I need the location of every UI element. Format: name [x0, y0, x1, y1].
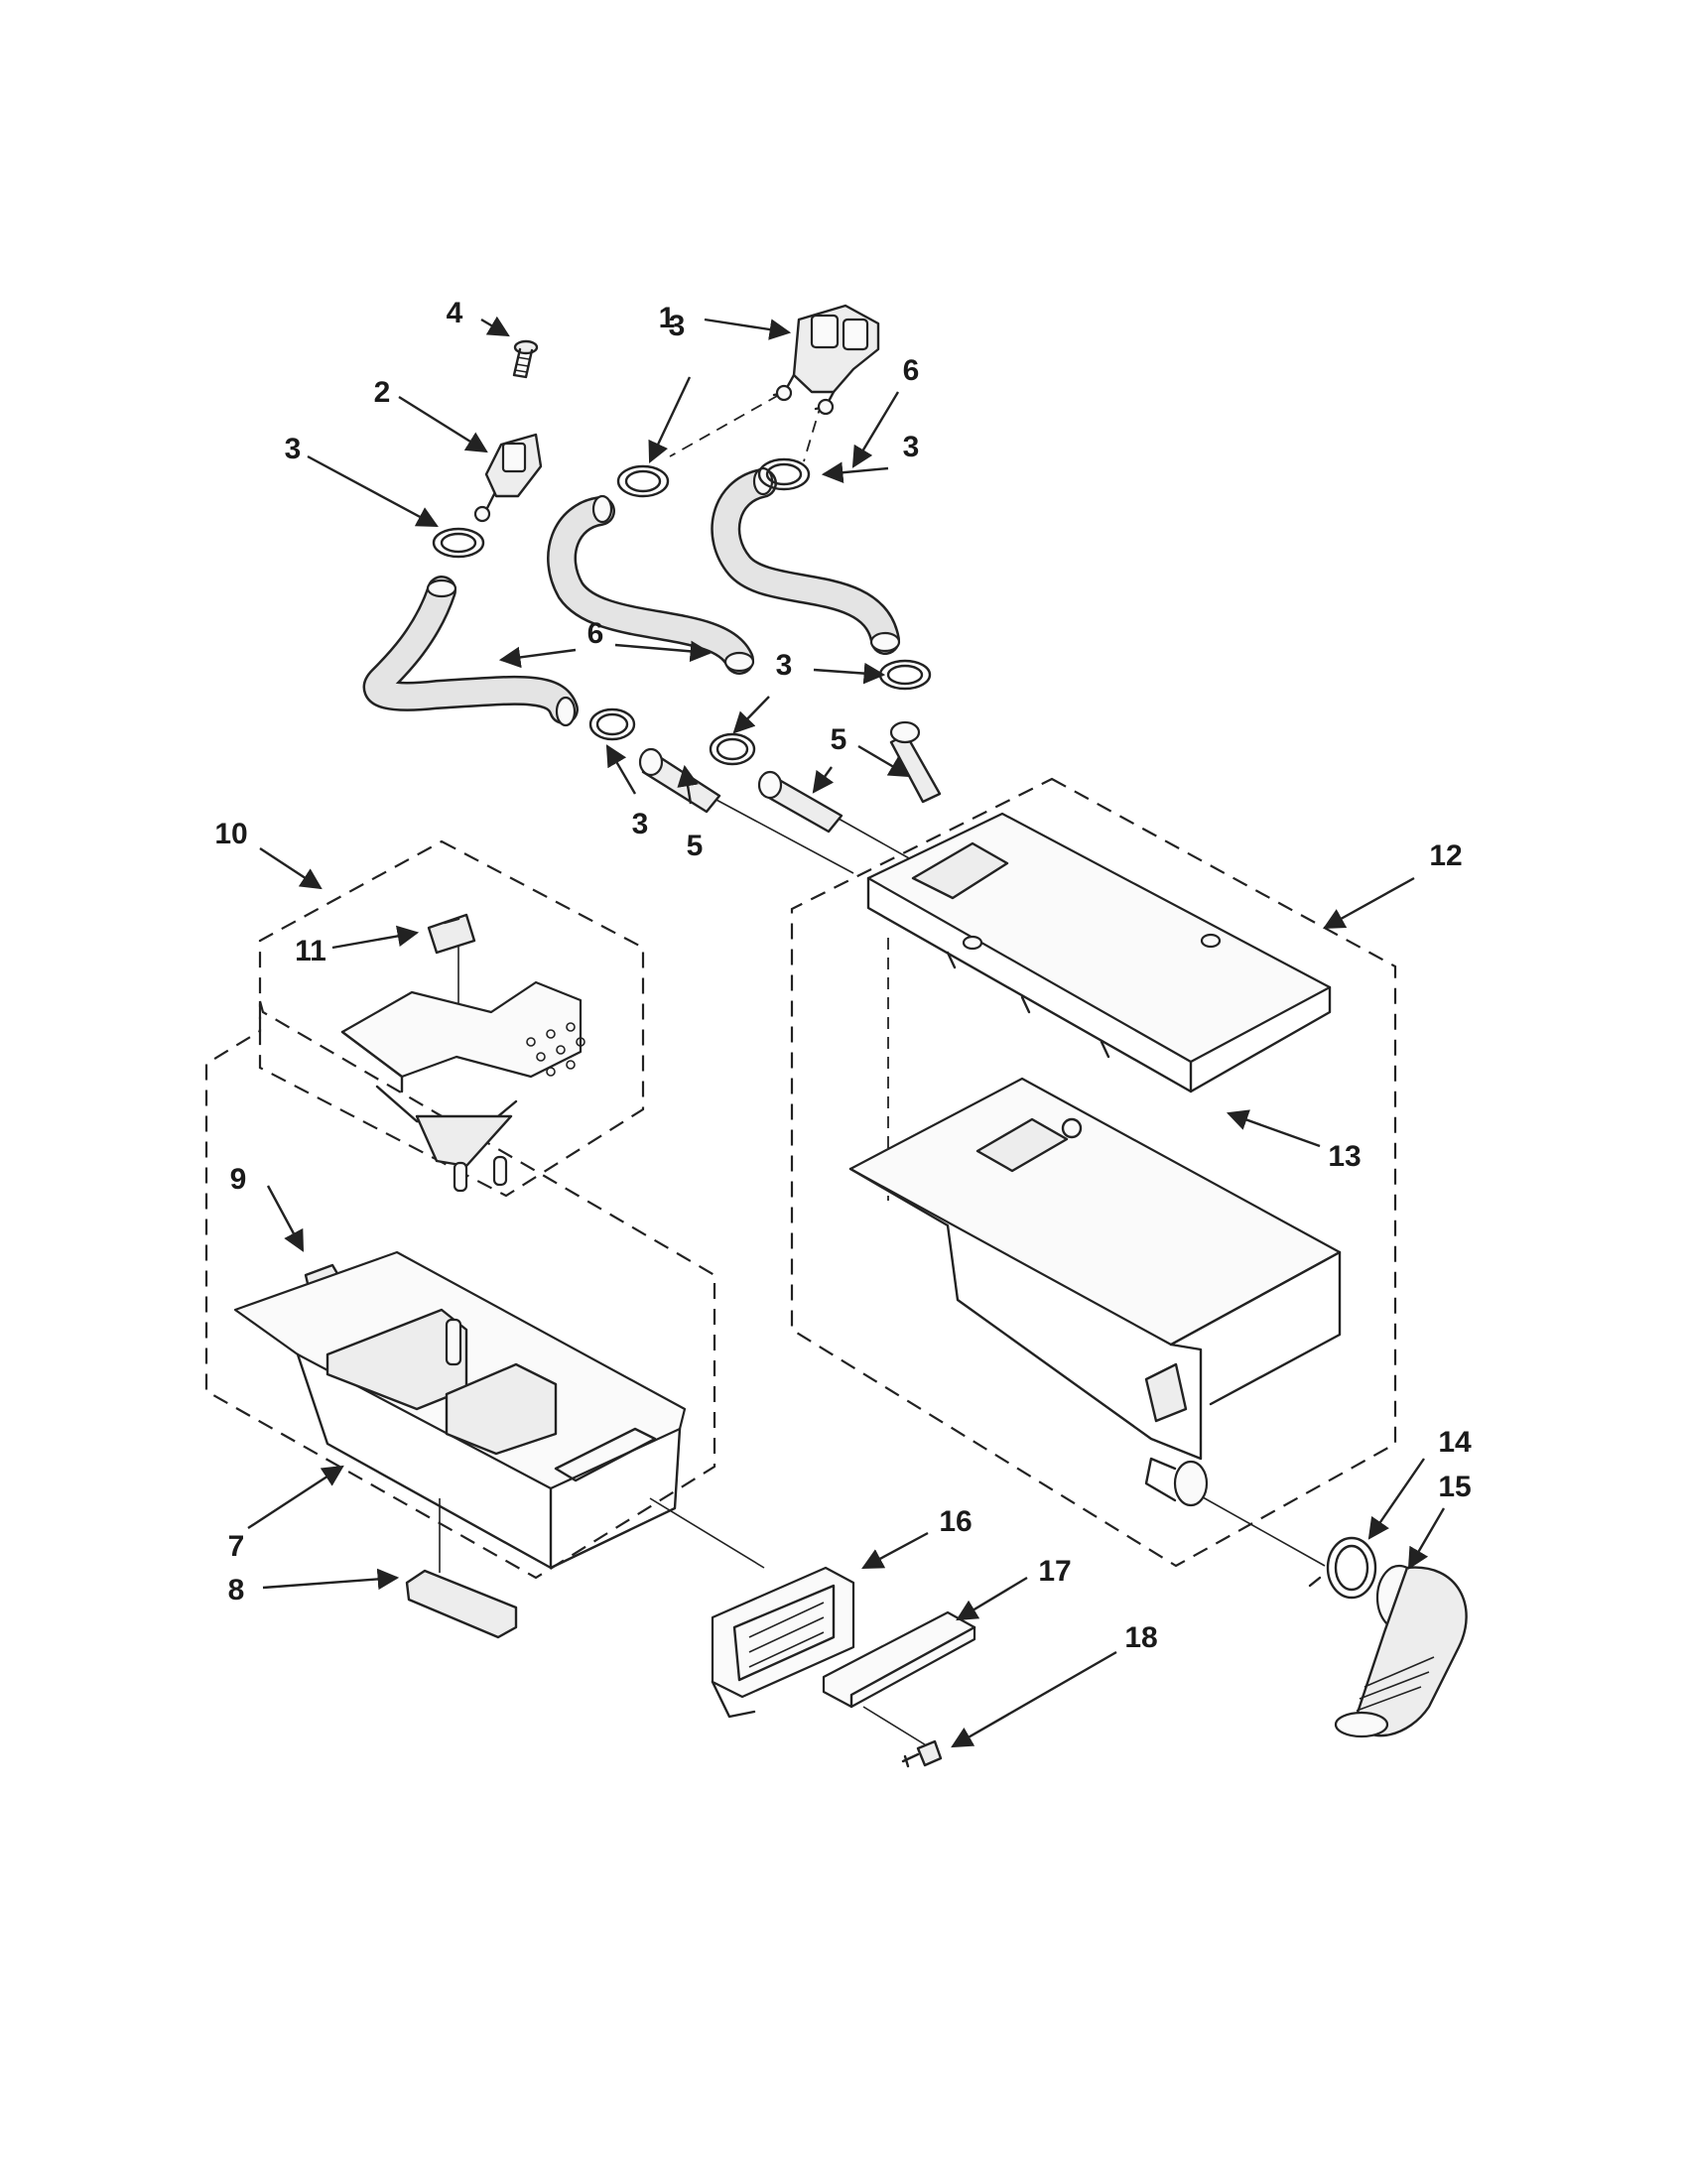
connector-hose-tube	[714, 798, 854, 874]
part-screw-4	[512, 339, 539, 379]
part-clamp-14	[1308, 1536, 1377, 1600]
connector-drawer-16	[649, 1497, 765, 1569]
part-tubes	[638, 720, 942, 834]
callout-14: 14	[1438, 1426, 1472, 1459]
callout-10: 10	[214, 818, 247, 850]
connector-tube-inlet	[838, 818, 919, 864]
callout-15: 15	[1438, 1471, 1471, 1503]
part-screw-18	[901, 1739, 943, 1768]
callout-18: 18	[1124, 1621, 1157, 1654]
callout-11: 11	[295, 935, 326, 967]
group-box-7	[204, 1000, 716, 1580]
part-dispenser-cover	[866, 812, 1332, 1093]
perforation-holes	[526, 1022, 585, 1077]
callout-5: 5	[687, 830, 704, 862]
callout-12: 12	[1429, 839, 1462, 872]
callout-7: 7	[228, 1530, 245, 1563]
part-dispenser-insert	[340, 980, 585, 1193]
part-small-lid	[427, 913, 476, 955]
callout-labels: 1 2 3 3 3 3 3 3 4 5 5 5 6 6 7 8 9 10 11 …	[214, 297, 1472, 1654]
part-bellows-hose	[1334, 1564, 1468, 1738]
part-hose-clamps	[432, 457, 932, 766]
group-box-10	[258, 839, 645, 1198]
callout-3: 3	[632, 808, 649, 840]
part-dispenser-housing	[848, 1077, 1342, 1507]
part-water-valve-single	[473, 433, 543, 523]
callout-5: 5	[831, 723, 847, 756]
part-hose-right	[711, 466, 901, 655]
callout-13: 13	[1328, 1140, 1361, 1173]
callout-9: 9	[230, 1163, 247, 1196]
connector-18-17	[862, 1706, 929, 1747]
callout-4: 4	[447, 297, 463, 329]
callout-16: 16	[939, 1505, 972, 1538]
part-drawer-insert	[405, 1569, 518, 1639]
part-dispenser-drawer	[233, 1250, 687, 1570]
callout-3: 3	[285, 433, 302, 465]
part-plate-17	[822, 1610, 976, 1709]
callout-17: 17	[1038, 1555, 1071, 1588]
callout-8: 8	[228, 1574, 245, 1606]
callout-3: 3	[903, 431, 920, 463]
callout-3: 3	[776, 649, 793, 682]
leader-arrows	[247, 316, 1446, 1748]
connector-valve1-hose	[669, 394, 780, 457]
part-hose-left	[363, 576, 579, 727]
callout-1: 1	[659, 302, 676, 334]
callout-6: 6	[587, 617, 604, 650]
callout-2: 2	[374, 376, 391, 409]
group-box-12	[790, 777, 1397, 1568]
part-bracket-16	[711, 1566, 855, 1719]
connector-valve1b-hose	[803, 401, 823, 462]
part-hose-middle	[547, 494, 755, 675]
callout-3: 3	[669, 310, 686, 342]
callout-6: 6	[903, 354, 920, 387]
connector-housing-14	[1195, 1492, 1326, 1567]
part-water-valve-twin	[772, 304, 880, 416]
